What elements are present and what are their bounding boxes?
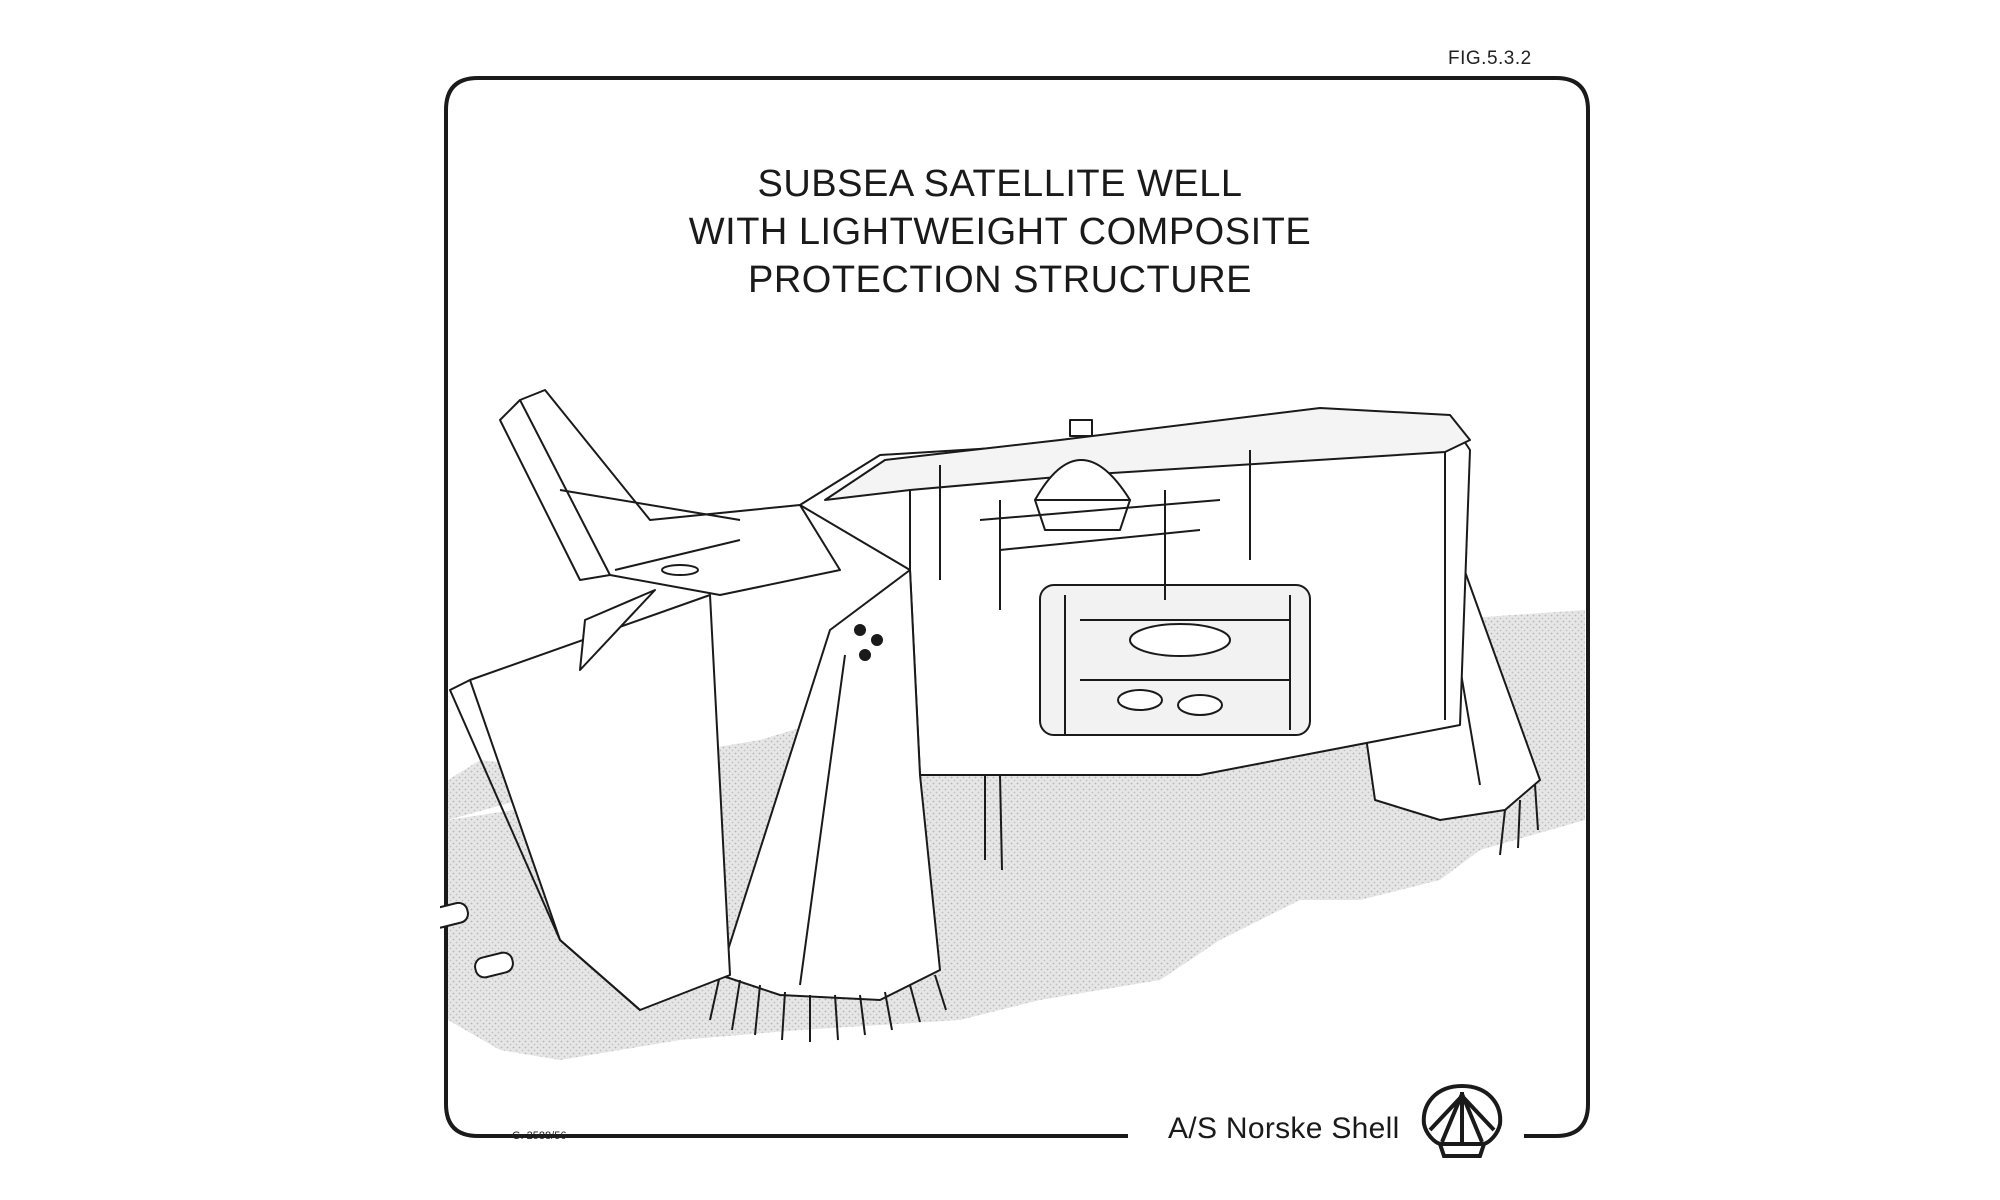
shell-logo-icon xyxy=(1421,1083,1503,1158)
title-line-3: PROTECTION STRUCTURE xyxy=(748,259,1252,301)
title-line-1: SUBSEA SATELLITE WELL xyxy=(757,163,1243,205)
company-name: A/S Norske Shell xyxy=(1168,1112,1400,1145)
subsea-well-protection-structure-illustration xyxy=(440,389,1585,1060)
title-line-2: WITH LIGHTWEIGHT COMPOSITE xyxy=(688,211,1312,253)
drawing-code: G. 2588/56 xyxy=(512,1130,567,1142)
figure-number: FIG.5.3.2 xyxy=(1448,48,1532,69)
structure-drawing xyxy=(440,389,1541,1042)
figure-title: SUBSEA SATELLITE WELL WITH LIGHTWEIGHT C… xyxy=(560,160,1440,304)
